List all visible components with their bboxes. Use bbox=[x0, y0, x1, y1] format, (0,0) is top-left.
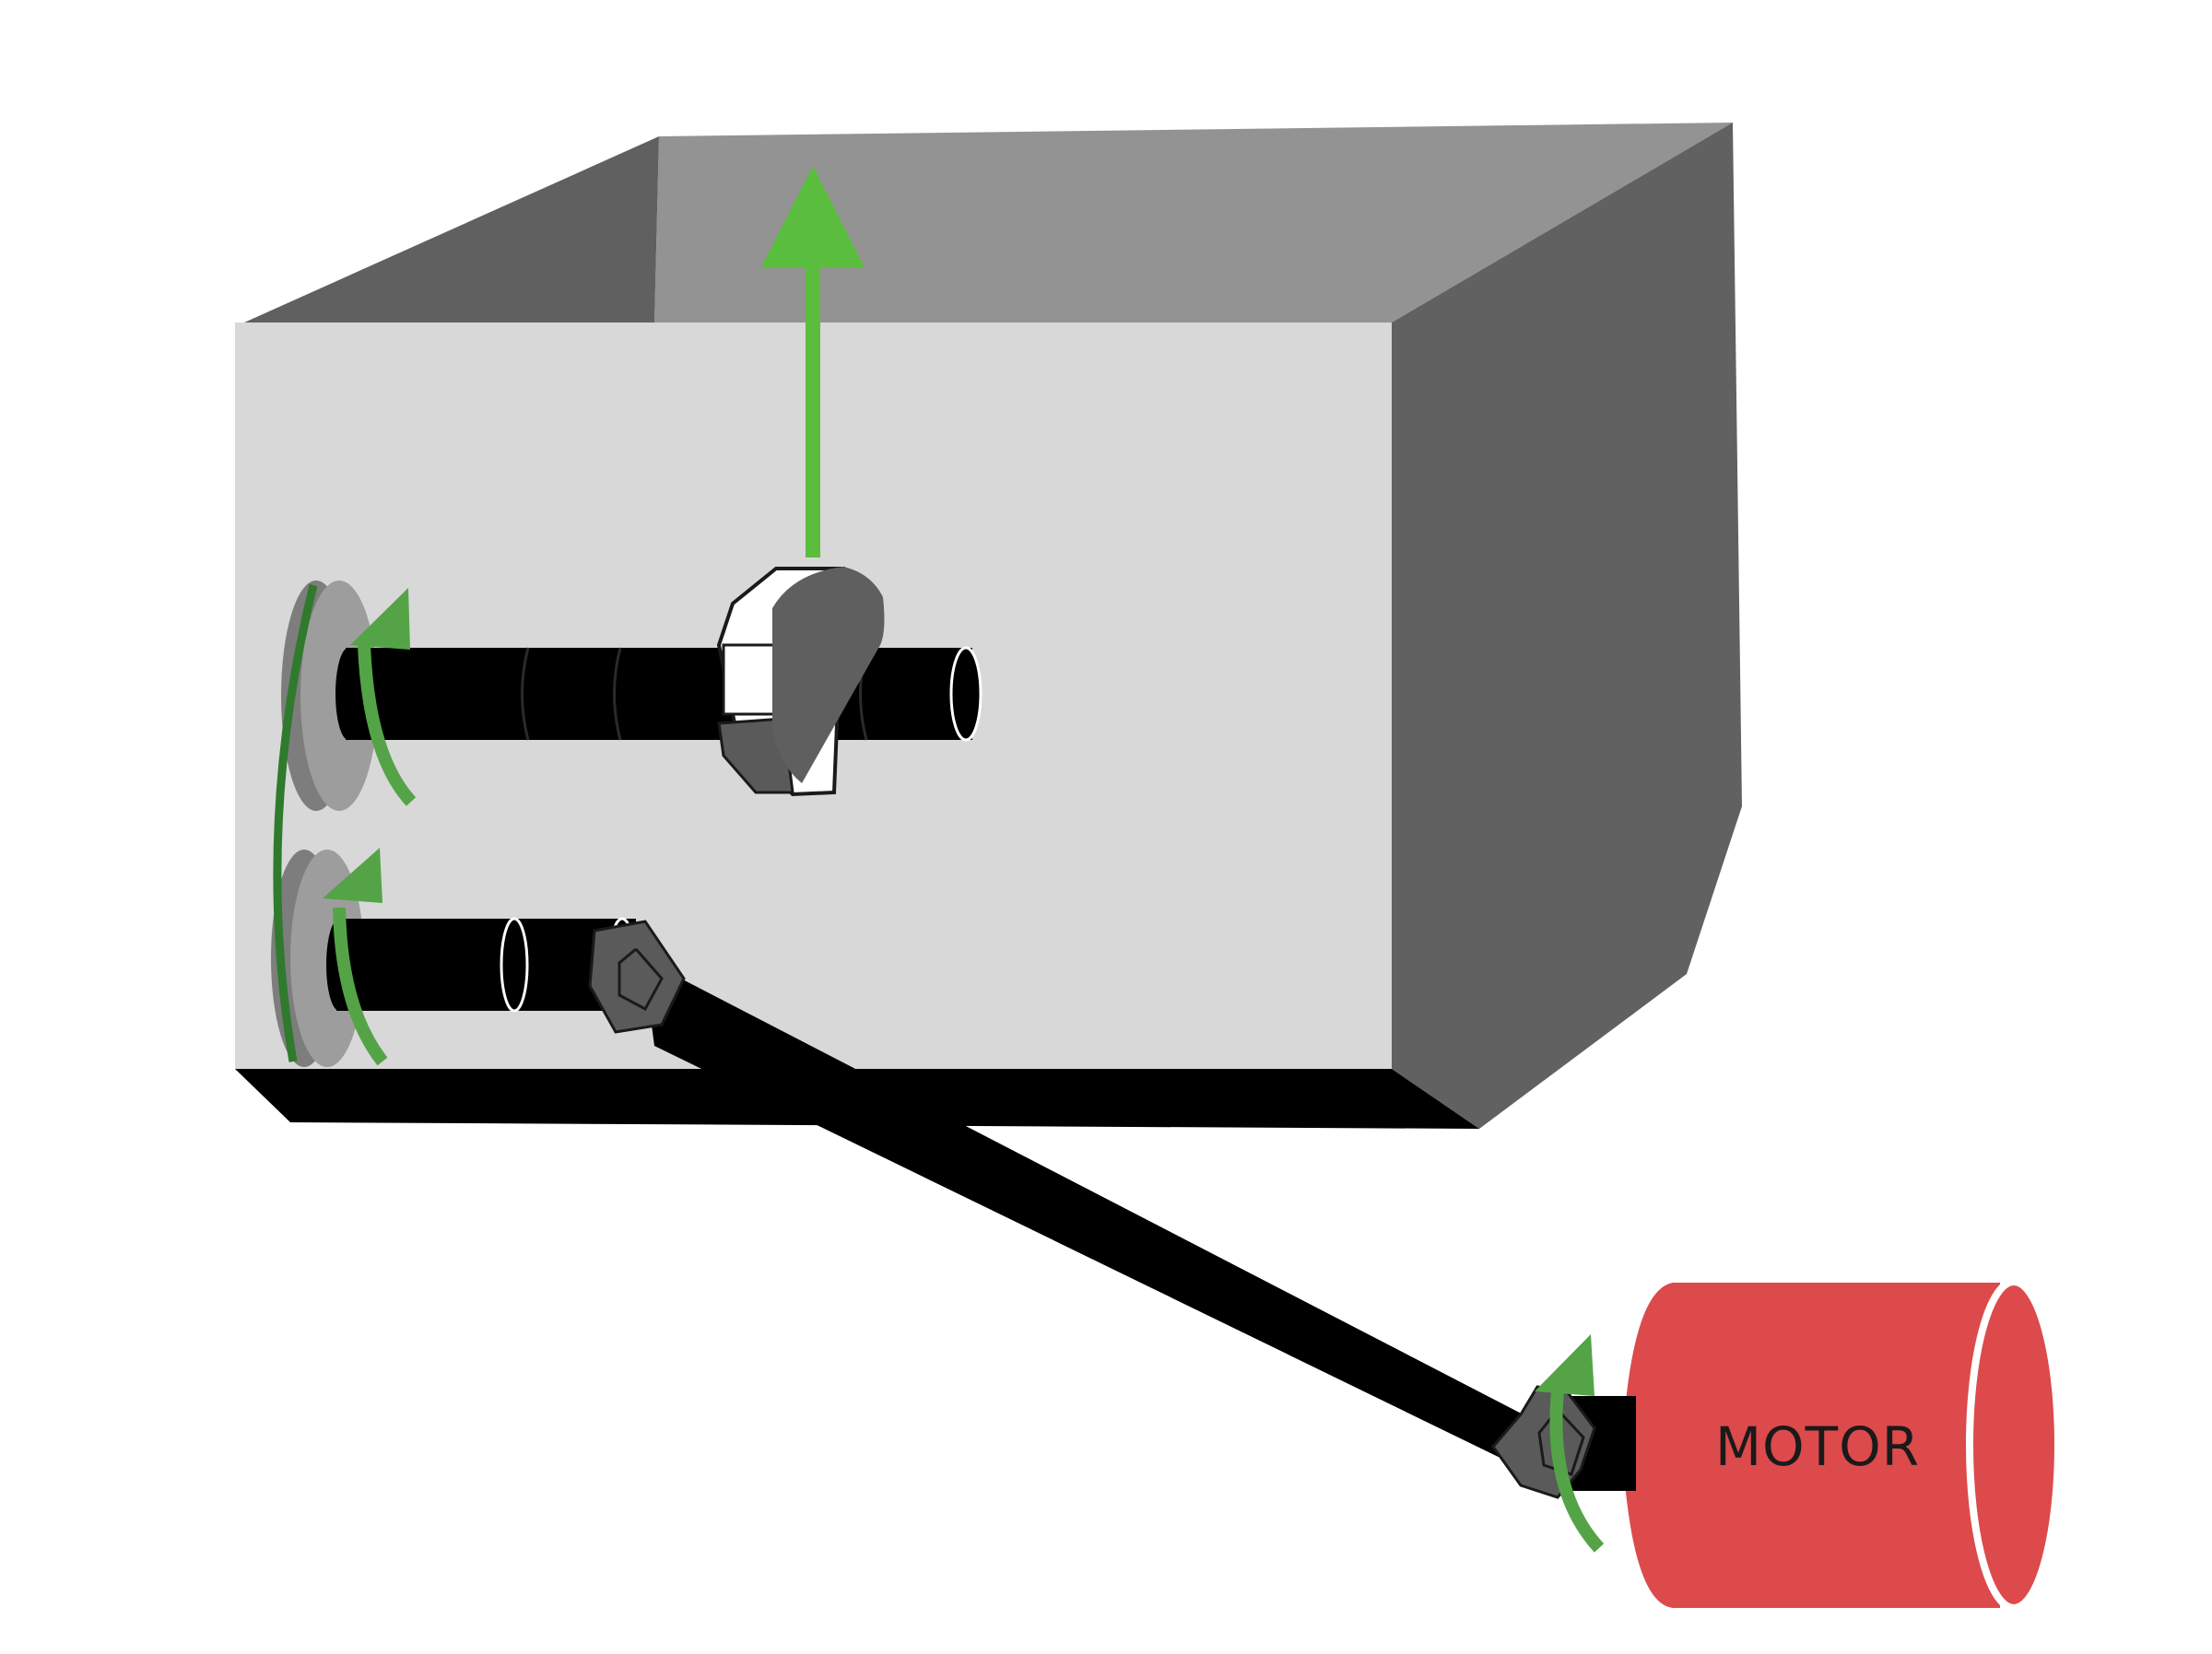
rotation-arrow-upper bbox=[350, 588, 417, 806]
cam bbox=[772, 567, 885, 783]
rotation-arrow-lower bbox=[323, 848, 388, 1066]
drive-belt bbox=[638, 921, 1585, 1484]
box-right-side bbox=[1392, 123, 1742, 1129]
box bbox=[235, 123, 1742, 1129]
box-left-wall bbox=[244, 136, 659, 323]
vertical-motion-arrow bbox=[761, 166, 865, 557]
lower-hex-nut bbox=[588, 920, 686, 1034]
motor-label: MOTOR bbox=[1715, 1415, 1920, 1478]
upper-shaft bbox=[335, 646, 982, 742]
lower-shaft bbox=[326, 917, 637, 1013]
box-back-wall bbox=[654, 123, 1733, 323]
rotation-arrow-motor bbox=[1535, 1334, 1605, 1553]
motor: MOTOR bbox=[1622, 1278, 2062, 1612]
pulley-belt bbox=[273, 583, 318, 1062]
